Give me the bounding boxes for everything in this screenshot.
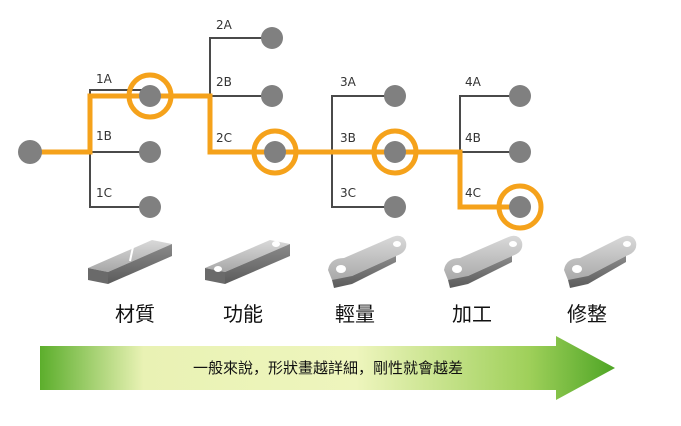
label-4C: 4C — [465, 186, 481, 200]
label-3B: 3B — [340, 131, 356, 145]
node-2B — [261, 85, 283, 107]
part-image-machining — [444, 235, 523, 288]
node-labels: 1A 1B 1C 2A 2B 2C 3A 3B 3C 4A 4B 4C — [96, 18, 482, 200]
label-3C: 3C — [340, 186, 356, 200]
highlight-ring-3B — [371, 128, 419, 176]
highlight-ring-4C — [496, 183, 544, 231]
label-2A: 2A — [216, 18, 233, 32]
part-image-finishing — [564, 235, 637, 288]
branch-1C — [89, 152, 150, 208]
stage-labels: 材質 功能 輕量 加工 修整 — [115, 302, 607, 326]
branch-3C — [331, 152, 395, 208]
label-1B: 1B — [96, 129, 112, 143]
branch-3A — [331, 95, 395, 152]
node-3B — [384, 141, 406, 163]
node-3A — [384, 85, 406, 107]
node-1A — [139, 85, 161, 107]
leaf-nodes — [139, 27, 531, 218]
node-2C — [264, 141, 286, 163]
stage-label-material: 材質 — [115, 302, 155, 326]
label-2B: 2B — [216, 75, 232, 89]
stage-label-function: 功能 — [223, 302, 263, 326]
node-4C — [509, 196, 531, 218]
highlight-ring-1A — [126, 72, 174, 120]
stage-label-machining: 加工 — [452, 302, 492, 326]
node-4B — [509, 141, 531, 163]
branch-4A — [459, 95, 520, 152]
trend-arrow-text: 一般來說，形狀畫越詳細，剛性就會越差 — [193, 359, 463, 377]
stage-label-finishing: 修整 — [567, 302, 607, 326]
label-1A: 1A — [96, 72, 113, 86]
label-2C: 2C — [216, 131, 232, 145]
trend-arrow: 一般來說，形狀畫越詳細，剛性就會越差 — [40, 336, 615, 400]
part-image-lightweight — [328, 235, 407, 288]
tree-lines — [89, 37, 520, 208]
node-1C — [139, 196, 161, 218]
label-3A: 3A — [340, 75, 357, 89]
part-image-function — [205, 240, 290, 284]
label-4B: 4B — [465, 131, 481, 145]
node-3C — [384, 196, 406, 218]
highlight-rings — [126, 72, 544, 231]
node-1B — [139, 141, 161, 163]
label-4A: 4A — [465, 75, 482, 89]
branch-2A — [209, 37, 272, 96]
label-1C: 1C — [96, 186, 112, 200]
part-image-material — [88, 240, 172, 284]
start-node — [18, 140, 42, 164]
part-illustrations — [88, 235, 637, 288]
node-4A — [509, 85, 531, 107]
highlight-ring-2C — [251, 128, 299, 176]
node-2A — [261, 27, 283, 49]
selected-path-line — [30, 93, 520, 210]
stage-label-lightweight: 輕量 — [335, 302, 375, 326]
